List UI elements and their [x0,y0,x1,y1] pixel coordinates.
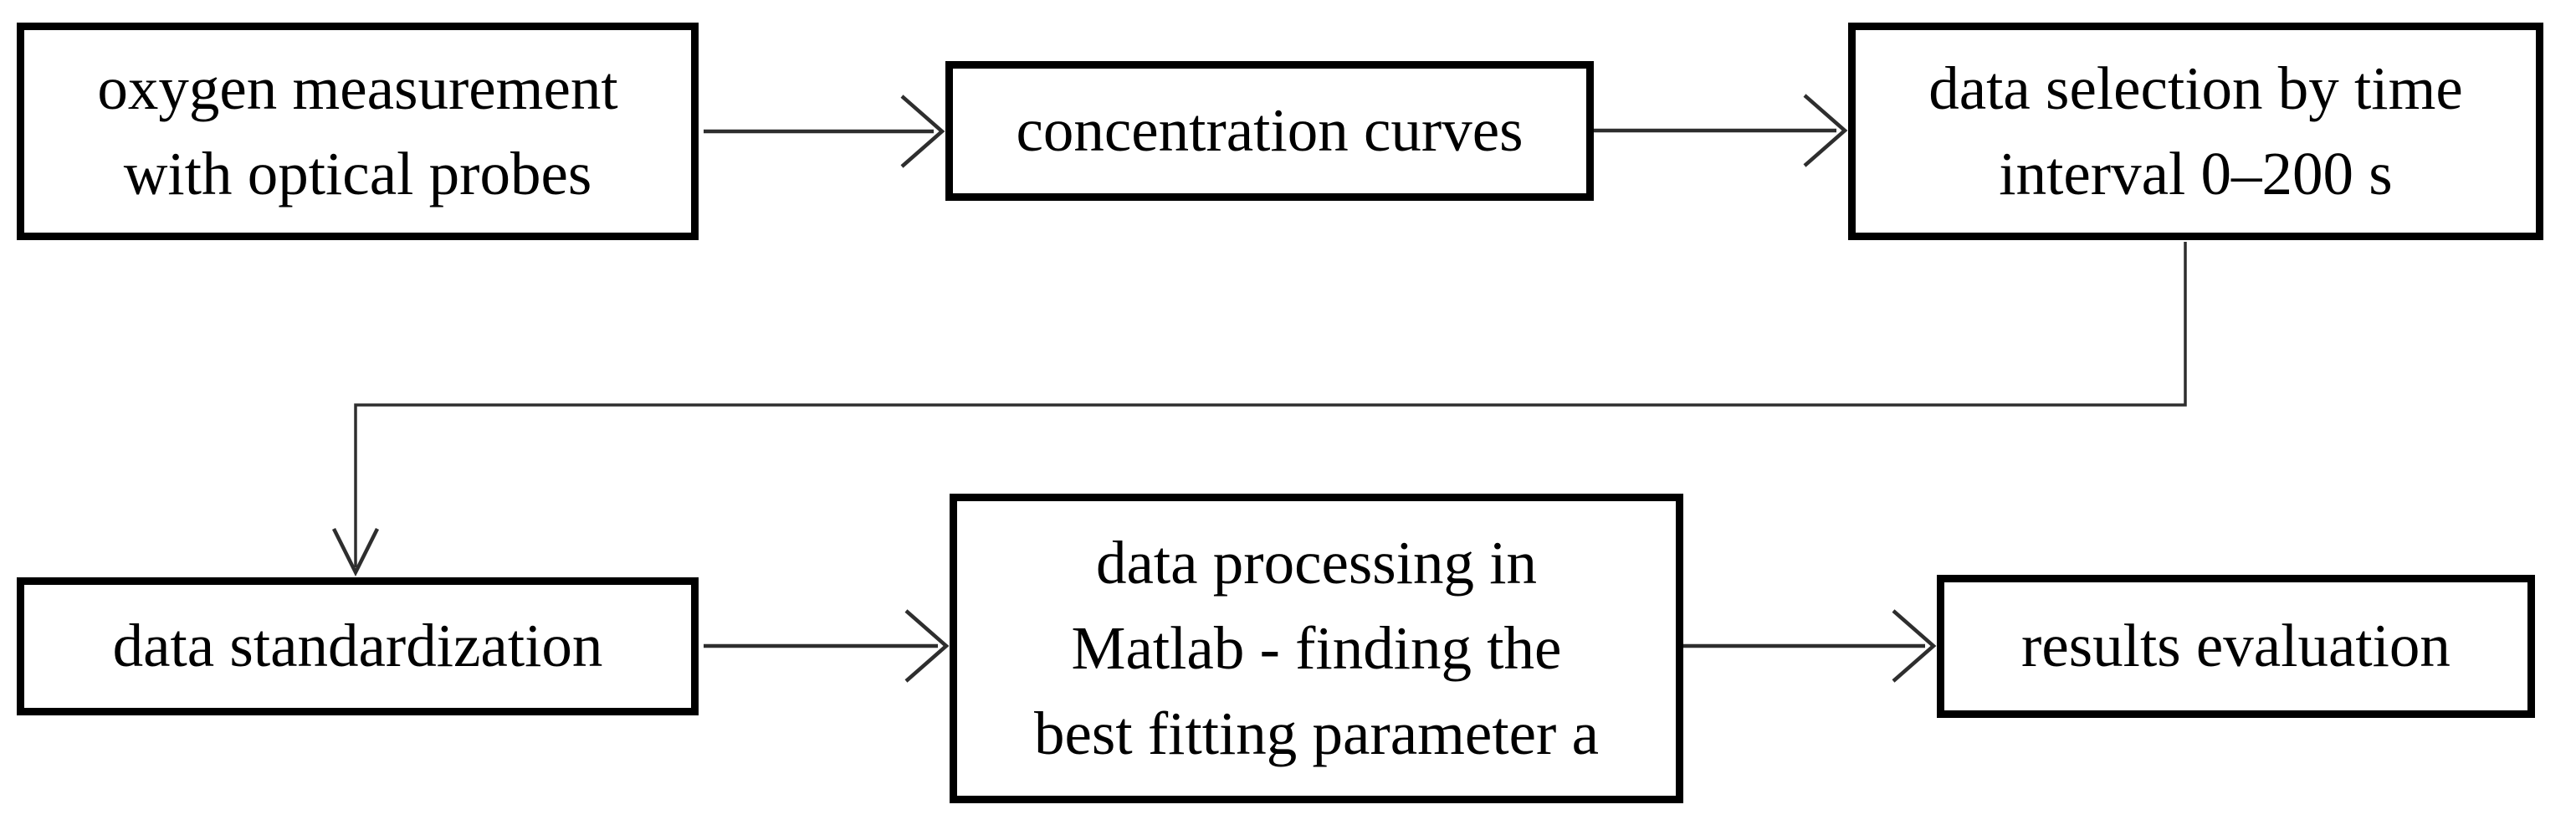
node-data-processing-label: data processing in Matlab - finding the … [1034,528,1599,768]
node-oxygen-measurement: oxygen measurement with optical probes [17,23,699,240]
arrow-right-icon [900,95,945,168]
node-data-standardization: data standardization [17,577,699,715]
node-results-evaluation: results evaluation [1937,575,2535,718]
node-data-standardization-label: data standardization [112,612,603,680]
node-data-processing: data processing in Matlab - finding the … [950,494,1683,803]
node-concentration-curves: concentration curves [945,61,1594,201]
node-data-selection-label: data selection by time interval 0–200 s [1928,54,2463,208]
node-results-evaluation-label: results evaluation [2021,612,2451,680]
arrow-right-icon [904,609,950,683]
node-oxygen-measurement-label: oxygen measurement with optical probes [97,54,618,208]
node-concentration-curves-label: concentration curves [1016,96,1524,165]
arrow-down-icon [331,527,380,577]
node-data-selection: data selection by time interval 0–200 s [1848,23,2543,240]
arrow-right-icon [1892,609,1937,683]
arrow-right-icon [1803,94,1848,167]
